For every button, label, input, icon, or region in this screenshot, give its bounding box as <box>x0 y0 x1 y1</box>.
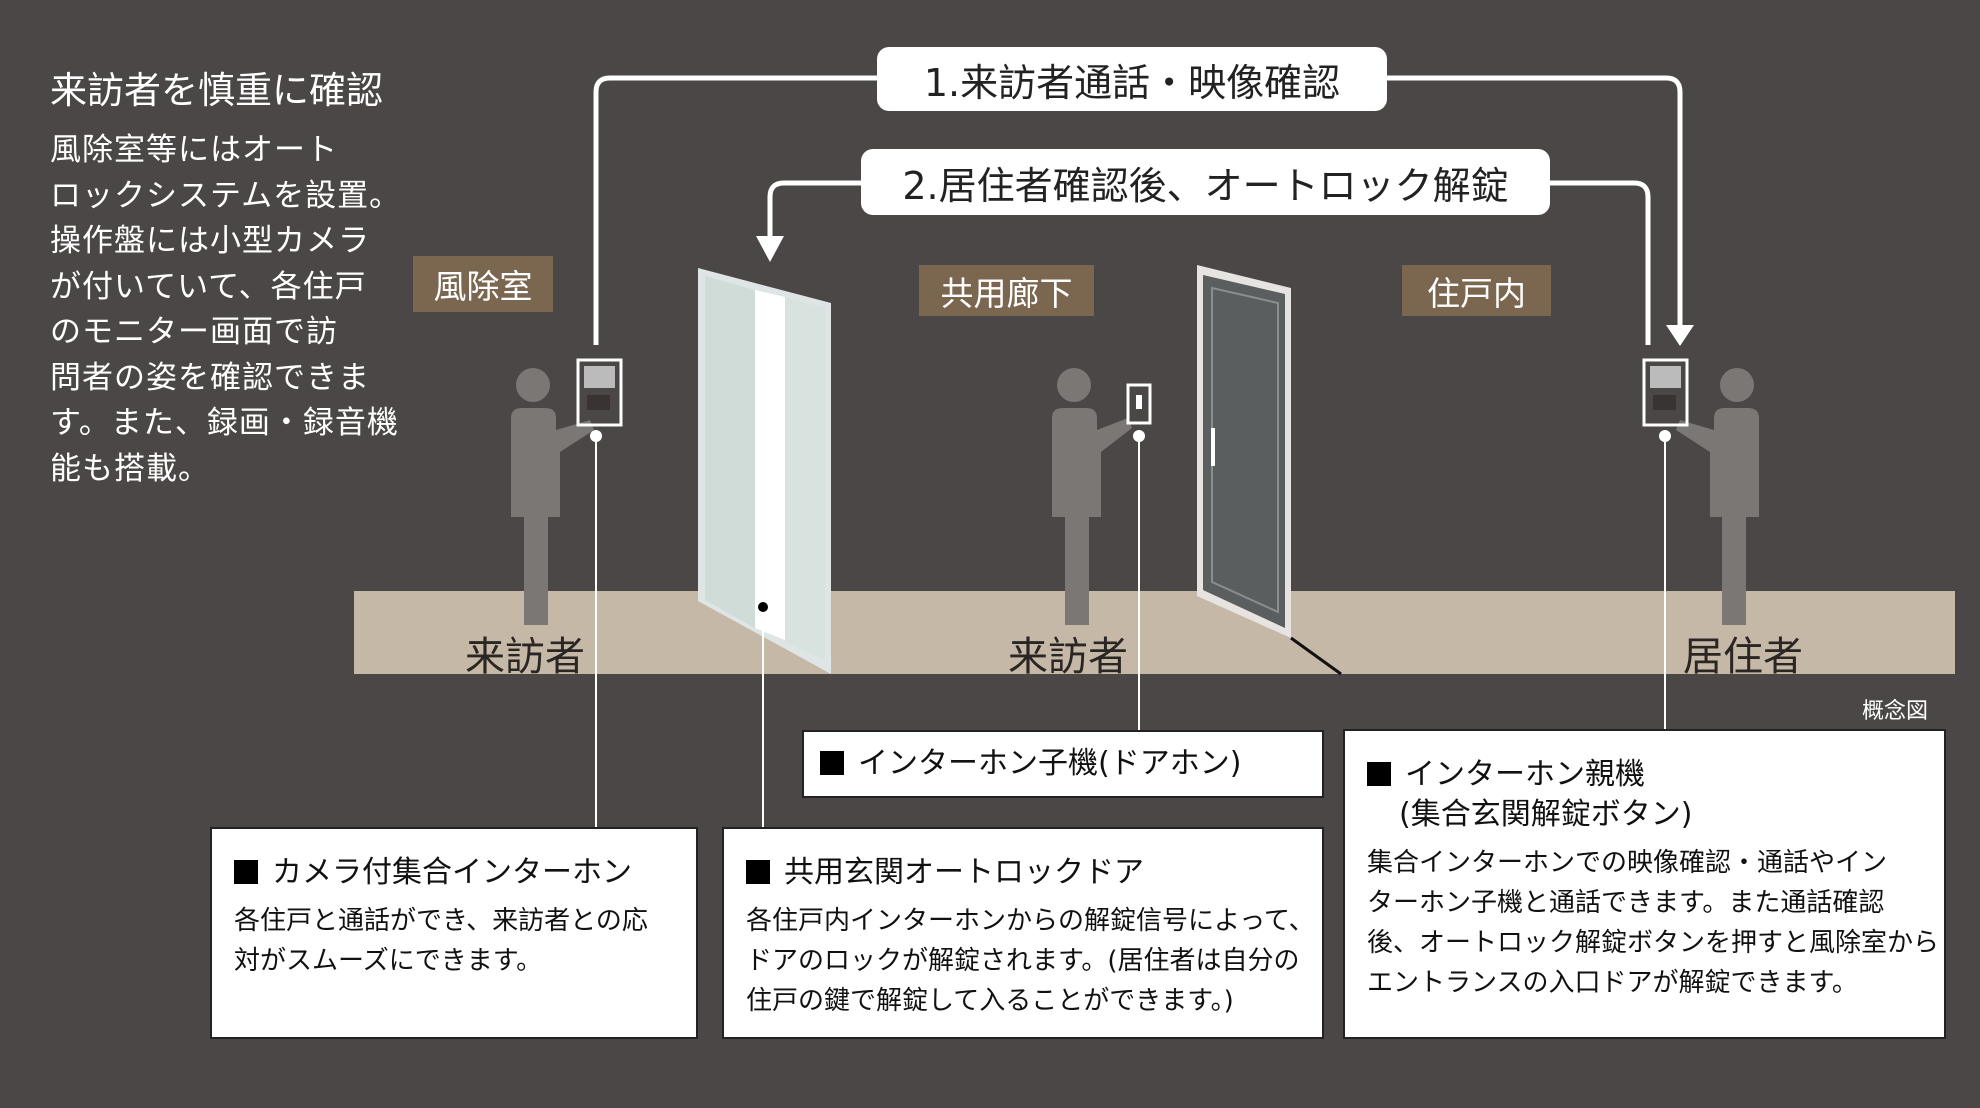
callout-title: インターホン子機(ドアホン) <box>858 746 1242 781</box>
square-bullet-icon <box>1367 762 1391 786</box>
visitor-figure-1 <box>511 368 594 625</box>
intro-line: 風除室等にはオート <box>50 132 338 168</box>
figure-label-resident: 居住者 <box>1683 634 1803 680</box>
callout-line: ドアのロックが解錠されます。(居住者は自分の <box>746 946 1300 976</box>
resident-figure <box>1676 368 1759 625</box>
camera-intercom-panel-icon <box>576 358 623 442</box>
intro-line: のモニター画面で訪 <box>50 314 338 350</box>
callout-subtitle: (集合玄関解錠ボタン) <box>1399 797 1693 832</box>
door-phone-icon <box>1126 383 1152 442</box>
square-bullet-icon <box>746 860 770 884</box>
callout-master-unit: インターホン親機 (集合玄関解錠ボタン) 集合インターホンでの映像確認・通話やイ… <box>1343 729 1946 1039</box>
callout-leaders <box>595 436 1666 827</box>
intro-line: す。また、録画・録音機 <box>50 405 399 441</box>
callout-line: エントランスの入口ドアが解錠できます。 <box>1367 968 1858 998</box>
intro-line: が付いていて、各住戸 <box>50 268 367 305</box>
callout-line: 集合インターホンでの映像確認・通話やイン <box>1367 848 1888 878</box>
visitor-figure-2 <box>1052 368 1132 625</box>
zone-label-vestibule: 風除室 <box>413 256 553 312</box>
figure-label-visitor-2: 来訪者 <box>1008 634 1128 680</box>
square-bullet-icon <box>234 860 258 884</box>
intro-text: 風除室等にはオート ロックシステムを設置。 操作盤には小型カメラ が付いていて、… <box>50 128 401 492</box>
square-bullet-icon <box>820 751 844 775</box>
callout-title: 共用玄関オートロックドア <box>784 855 1144 890</box>
callout-auto-lock-door: 共用玄関オートロックドア 各住戸内インターホンからの解錠信号によって、 ドアのロ… <box>722 827 1324 1039</box>
intro-line: 問者の姿を確認できま <box>50 359 370 396</box>
callout-line: 各住戸内インターホンからの解錠信号によって、 <box>746 906 1315 936</box>
callout-line: 後、オートロック解錠ボタンを押すと風除室から <box>1367 928 1940 958</box>
callout-line: 対がスムーズにできます。 <box>234 946 543 976</box>
callout-line: 住戸の鍵で解錠して入ることができます。) <box>746 986 1234 1016</box>
callout-line: ターホン子機と通話できます。また通話確認 <box>1367 888 1885 918</box>
floor-band <box>354 591 1955 674</box>
intro-line: 能も搭載。 <box>50 450 210 487</box>
master-intercom-panel-icon <box>1642 358 1689 442</box>
callout-title: インターホン親機 <box>1405 757 1645 792</box>
auto-lock-glass-door <box>698 268 831 674</box>
intro-line: 操作盤には小型カメラ <box>50 223 370 259</box>
step2-arrow-icon <box>756 236 784 262</box>
concept-note: 概念図 <box>1862 699 1929 724</box>
zone-label-corridor: 共用廊下 <box>919 265 1094 316</box>
residence-door <box>1197 265 1342 676</box>
page-title: 来訪者を慎重に確認 <box>50 69 383 112</box>
callout-door-phone: インターホン子機(ドアホン) <box>802 730 1324 798</box>
step-2-label: 2.居住者確認後、オートロック解錠 <box>861 149 1550 215</box>
zone-label-residence: 住戸内 <box>1402 265 1551 316</box>
figure-label-visitor-1: 来訪者 <box>465 634 585 680</box>
callout-camera-intercom: カメラ付集合インターホン 各住戸と通話ができ、来訪者との応 対がスムーズにできま… <box>210 827 698 1039</box>
callout-line: 各住戸と通話ができ、来訪者との応 <box>234 906 648 936</box>
intro-line: ロックシステムを設置。 <box>50 177 402 214</box>
step1-arrow-icon <box>1666 325 1694 346</box>
step-1-label: 1.来訪者通話・映像確認 <box>877 47 1387 111</box>
callout-title: カメラ付集合インターホン <box>272 855 632 890</box>
